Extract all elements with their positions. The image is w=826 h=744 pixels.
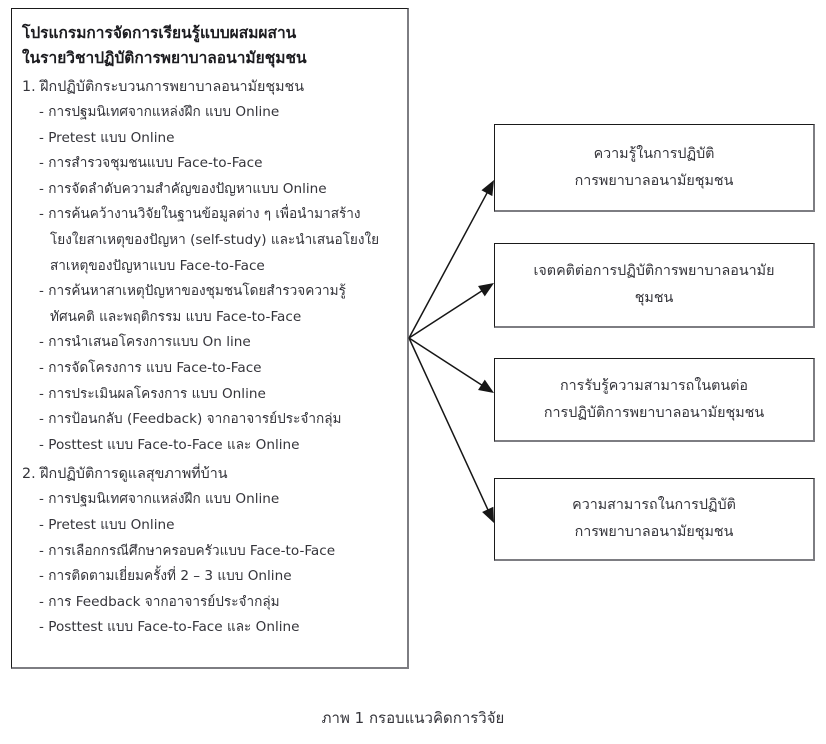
outcome-box-self-efficacy: การรับรู้ความสามารถในตนต่อ การปฏิบัติการ… xyxy=(494,358,815,442)
program-list-item: - การจัดโครงการ แบบ Face-to-Face xyxy=(39,359,262,376)
program-list-item: - การ Feedback จากอาจารย์ประจำกลุ่ม xyxy=(39,593,280,610)
outcome-line: การพยาบาลอนามัยชุมชน xyxy=(574,172,734,189)
outcome-line: การรับรู้ความสามารถในตนต่อ xyxy=(559,377,749,394)
outcome-line: การพยาบาลอนามัยชุมชน xyxy=(574,524,734,540)
program-title-line-1: โปรแกรมการจัดการเรียนรู้แบบผสมผสาน xyxy=(22,24,297,42)
outcome-line: ความสามารถในการปฏิบัติ xyxy=(572,497,736,513)
arrow-to-self-efficacy xyxy=(408,337,494,393)
outcome-line: ชุมชน xyxy=(634,290,674,306)
program-list-item: - การปฐมนิเทศจากแหล่งฝึก แบบ Online xyxy=(39,104,280,120)
outcome-box-ability: ความสามารถในการปฏิบัติ การพยาบาลอนามัยชุ… xyxy=(494,478,815,561)
program-section-heading: 2. ฝึกปฏิบัติการดูแลสุขภาพที่บ้าน xyxy=(22,466,228,483)
program-list-item: - การประเมินผลโครงการ แบบ Online xyxy=(39,385,266,402)
outcome-box-knowledge: ความรู้ในการปฏิบัติ การพยาบาลอนามัยชุมชน xyxy=(494,124,815,212)
program-list-item: - การค้นคว้างานวิจัยในฐานข้อมูลต่าง ๆ เพ… xyxy=(39,206,361,223)
program-section-heading: 1. ฝึกปฏิบัติกระบวนการพยาบาลอนามัยชุมชน xyxy=(22,79,304,95)
program-title-line-2: ในรายวิชาปฏิบัติการพยาบาลอนามัยชุมชน xyxy=(22,49,307,67)
arrow-to-attitude xyxy=(408,283,494,339)
program-list-item: - Pretest แบบ Online xyxy=(39,516,175,533)
program-list-item: - การสำรวจชุมชนแบบ Face-to-Face xyxy=(39,155,263,172)
program-list-item: - การค้นหาสาเหตุปัญหาของชุมชนโดยสำรวจควา… xyxy=(39,283,346,300)
program-list-item: สาเหตุของปัญหาแบบ Face-to-Face xyxy=(50,257,265,274)
program-list-item: - การเลือกกรณีศึกษาครอบครัวแบบ Face-to-F… xyxy=(39,542,336,559)
arrow-to-knowledge xyxy=(408,180,494,339)
program-list-item: - การติดตามเยี่ยมครั้งที่ 2 – 3 แบบ Onli… xyxy=(39,568,292,585)
program-sections: 1. ฝึกปฏิบัติกระบวนการพยาบาลอนามัยชุมชน -… xyxy=(22,74,397,641)
program-box: โปรแกรมการจัดการเรียนรู้แบบผสมผสาน ในราย… xyxy=(11,8,409,669)
program-list-item: ทัศนคติ และพฤติกรรม แบบ Face-to-Face xyxy=(50,308,302,325)
arrow-to-ability xyxy=(408,337,494,523)
figure-caption: ภาพ 1 กรอบแนวคิดการวิจัย xyxy=(321,709,505,727)
outcome-line: ความรู้ในการปฏิบัติ xyxy=(593,145,715,162)
program-list-item: - Posttest แบบ Face-to-Face และ Online xyxy=(39,619,300,636)
program-list-item: - การจัดลำดับความสำคัญของปัญหาแบบ Online xyxy=(39,180,327,197)
program-list-item: - การปฐมนิเทศจากแหล่งฝึก แบบ Online xyxy=(39,491,280,508)
outcome-line: การปฏิบัติการพยาบาลอนามัยชุมชน xyxy=(543,404,765,421)
outcome-box-attitude: เจตคติต่อการปฏิบัติการพยาบาลอนามัย ชุมชน xyxy=(494,243,815,328)
outcome-line: เจตคติต่อการปฏิบัติการพยาบาลอนามัย xyxy=(533,263,775,279)
program-list-item: โยงใยสาเหตุของปัญหา (self-study) และนำเส… xyxy=(50,231,380,248)
program-list-item: - การนำเสนอโครงการแบบ On line xyxy=(39,334,251,351)
program-list-item: - Posttest แบบ Face-to-Face และ Online xyxy=(39,436,300,453)
program-list-item: - การป้อนกลับ (Feedback) จากอาจารย์ประจำ… xyxy=(39,411,342,428)
program-list-item: - Pretest แบบ Online xyxy=(39,129,175,146)
